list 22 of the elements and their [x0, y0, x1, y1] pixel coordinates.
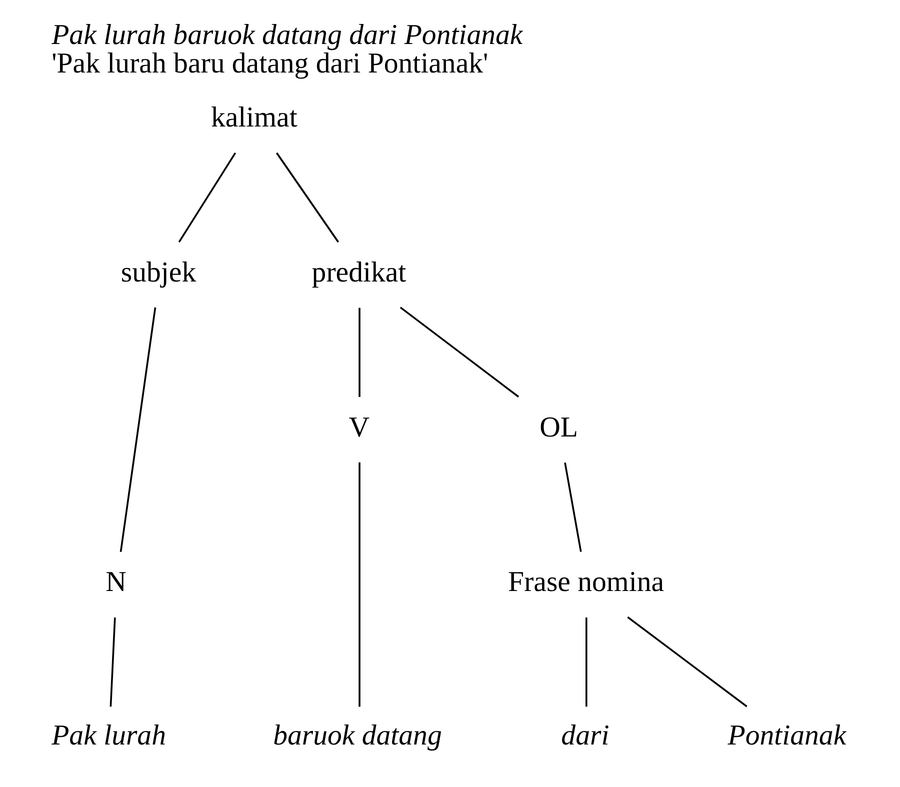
node-text: subjek	[120, 256, 196, 288]
node-text: Pak lurah	[52, 719, 166, 752]
node-text: dari	[561, 719, 610, 752]
connector	[358, 462, 360, 707]
connector	[400, 306, 520, 398]
node-text: N	[106, 566, 126, 598]
node-text: Frase nomina	[508, 566, 664, 598]
connector	[586, 618, 588, 707]
connector	[358, 308, 360, 397]
node-text: predikat	[312, 256, 406, 288]
node-text: V	[348, 411, 370, 444]
node-text: OL	[540, 411, 578, 444]
node-text: kalimat	[210, 102, 298, 134]
connector	[564, 462, 582, 552]
connector	[110, 617, 116, 707]
node-text: baruok datang	[273, 719, 442, 752]
connector	[178, 152, 236, 243]
connector	[627, 616, 748, 708]
diagram-title: Pak lurah baruok datang dari Pontianak	[52, 18, 523, 51]
connector	[120, 307, 156, 552]
connector	[276, 152, 339, 243]
node-text: Pontianak	[728, 719, 846, 752]
